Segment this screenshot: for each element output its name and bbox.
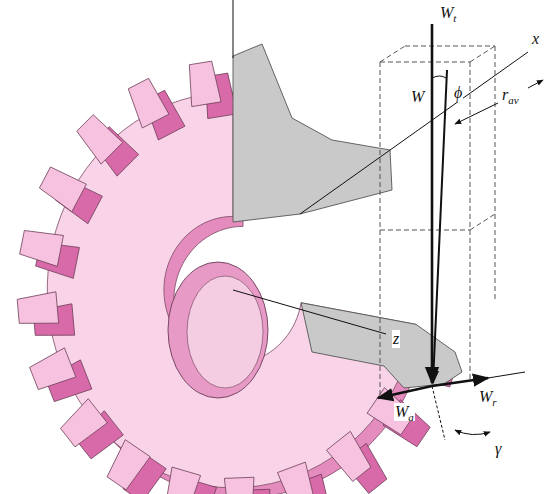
symbol: z — [393, 330, 399, 347]
gear-body — [17, 44, 462, 494]
gear-tooth — [20, 230, 64, 266]
cut-section — [301, 303, 462, 388]
force-label: γ — [494, 440, 502, 458]
gear-tooth — [189, 61, 221, 106]
hub-bore-inner — [187, 276, 263, 388]
subscript: av — [508, 94, 518, 106]
gear-tooth — [17, 292, 58, 324]
symbol: x — [532, 30, 539, 47]
gear-tooth — [224, 477, 254, 494]
force-label: Wa — [394, 403, 415, 421]
subscript: a — [408, 411, 414, 423]
gear-tooth — [128, 78, 169, 128]
force-label: ϕ — [453, 84, 463, 102]
force-diagram — [233, 0, 543, 440]
gear-tooth — [327, 431, 371, 481]
gear-tooth — [165, 467, 201, 494]
symbol: ϕ — [454, 84, 462, 101]
symbol: W — [479, 388, 492, 405]
symbol: r — [502, 86, 508, 103]
force-label: rav — [501, 86, 520, 104]
cut-section — [233, 44, 392, 222]
force-label: Wr — [478, 388, 498, 406]
gear-tooth — [277, 462, 315, 494]
gear-tooth — [107, 440, 150, 490]
gear-tooth — [30, 348, 76, 390]
gear-tooth — [39, 167, 86, 212]
subscript: t — [453, 12, 456, 24]
force-label: x — [531, 30, 540, 48]
force-label: W — [410, 88, 425, 106]
symbol: W — [395, 403, 408, 420]
force-label: z — [392, 330, 400, 348]
symbol: W — [411, 88, 424, 105]
symbol: γ — [495, 440, 501, 457]
gear-tooth — [60, 399, 107, 447]
hub-bore — [168, 262, 268, 398]
subscript: r — [492, 396, 496, 408]
gear-tooth — [77, 115, 123, 164]
force-label: Wt — [439, 4, 457, 22]
symbol: W — [440, 4, 453, 21]
